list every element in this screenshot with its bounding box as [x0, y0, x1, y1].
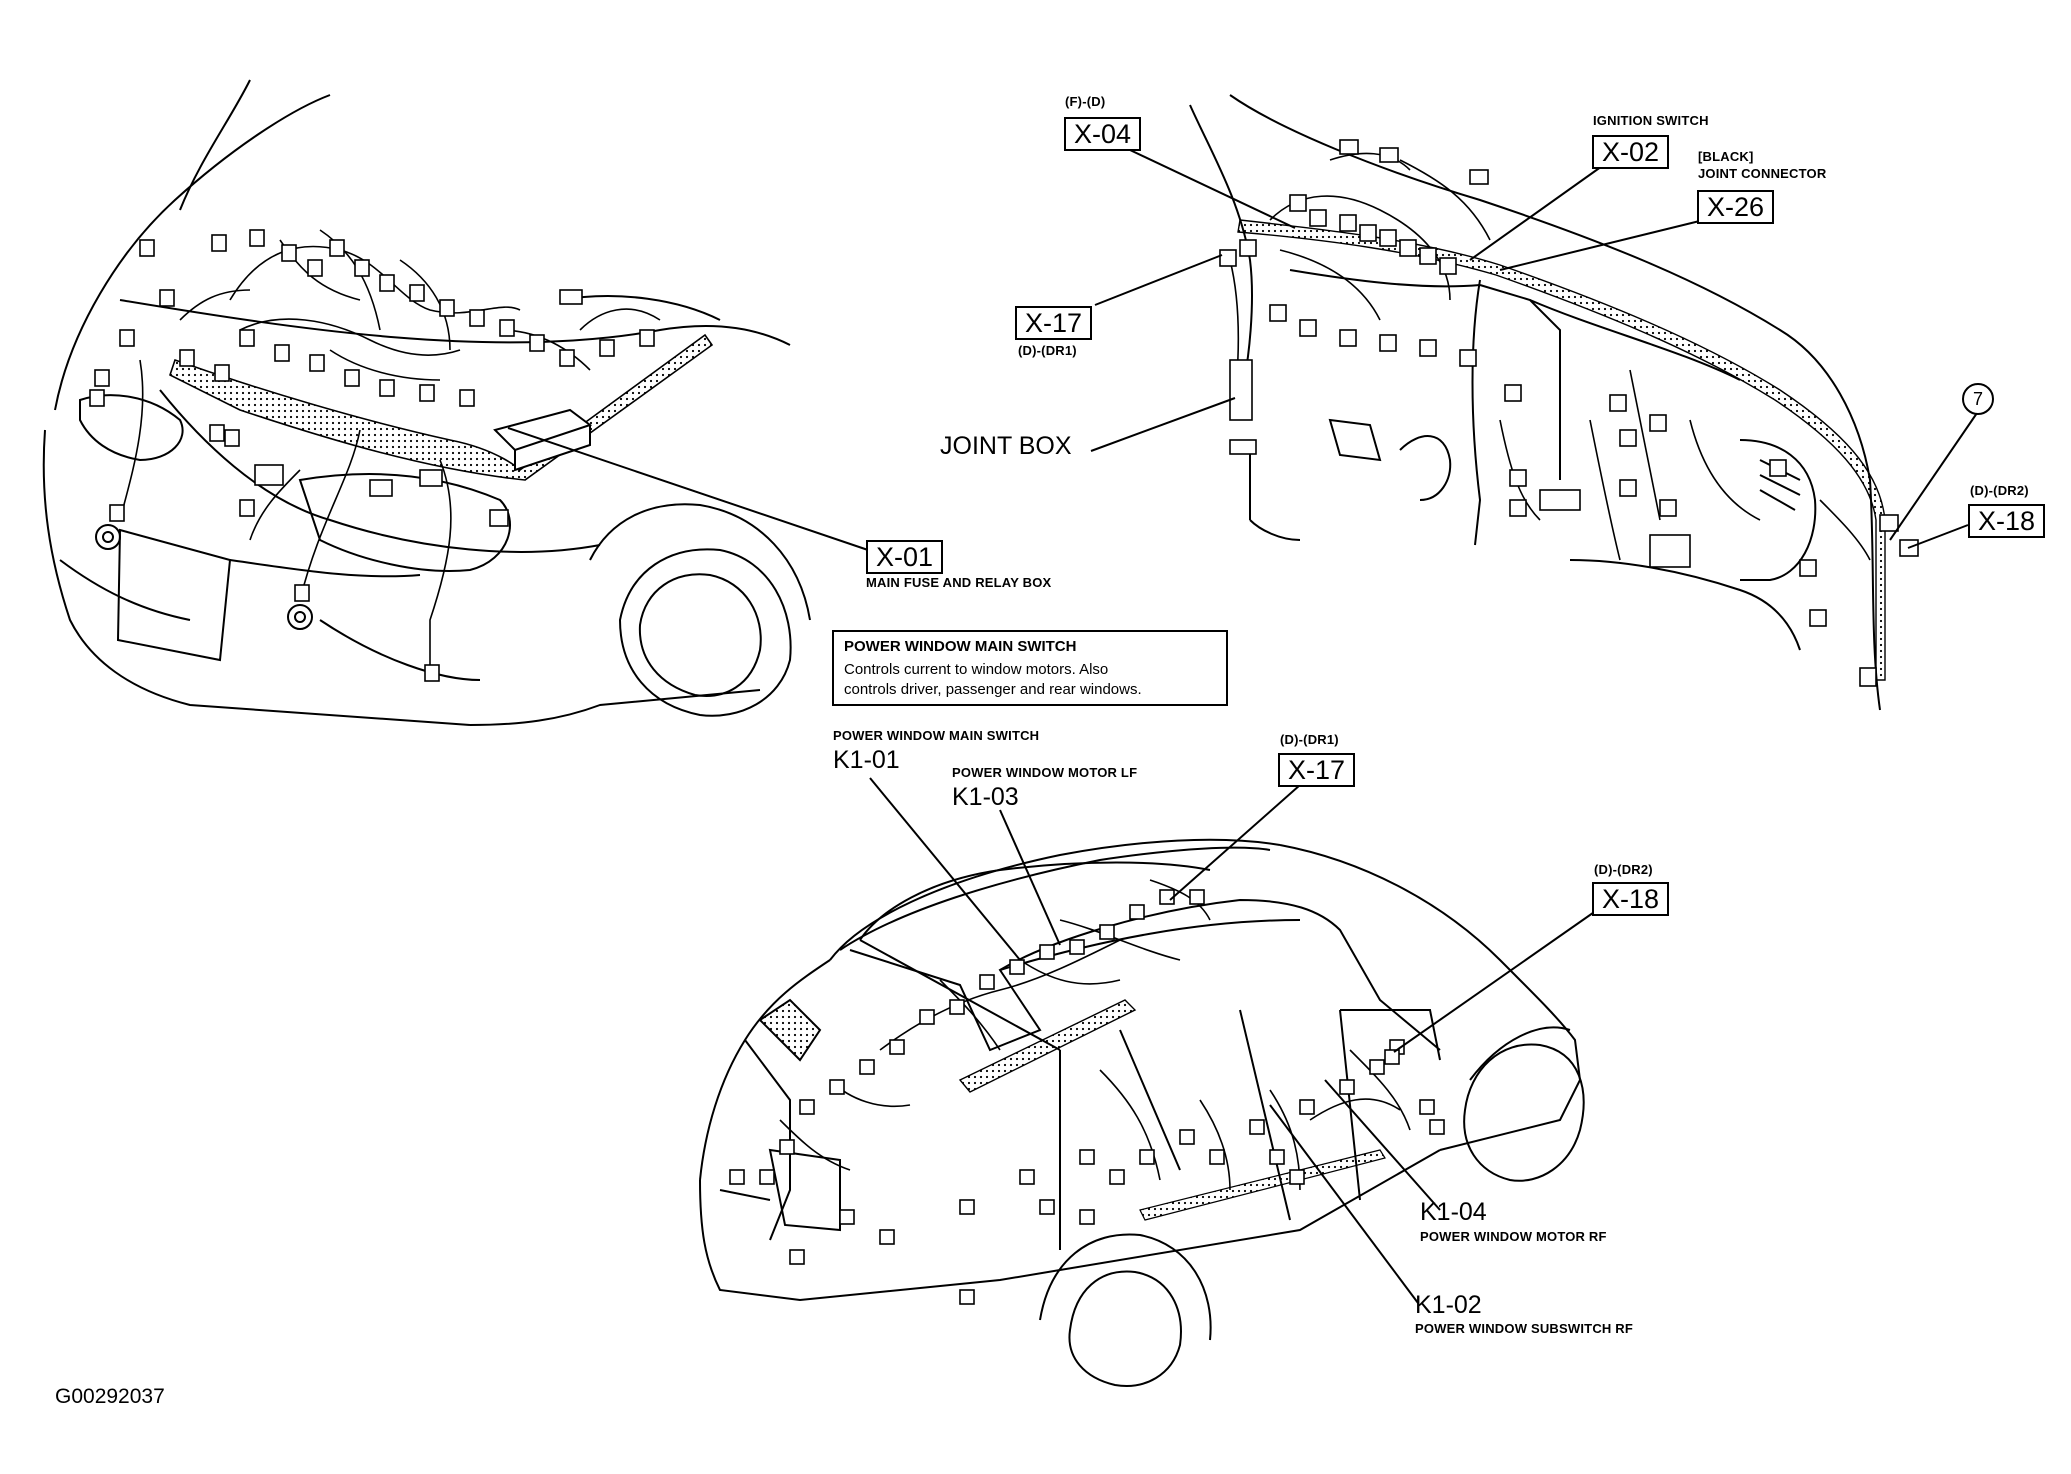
x18-bottom-tag: (D)-(DR2) — [1594, 862, 1653, 877]
x18-bottom-callout[interactable]: X-18 — [1592, 882, 1670, 916]
x04-tag: (F)-(D) — [1065, 94, 1106, 109]
roof-harness-band — [958, 999, 1137, 1093]
x26-caption: JOINT CONNECTOR — [1698, 166, 1827, 181]
k101-caption: POWER WINDOW MAIN SWITCH — [833, 728, 1040, 743]
front-harness-band — [169, 333, 714, 481]
k104-callout[interactable]: K1-04 — [1420, 1198, 1487, 1226]
x01-caption: MAIN FUSE AND RELAY BOX — [866, 575, 1052, 590]
callout-seven[interactable]: 7 — [1962, 383, 1994, 415]
van-connectors — [729, 889, 1445, 1305]
info-panel-title: POWER WINDOW MAIN SWITCH — [844, 638, 1077, 655]
info-panel-desc-2: controls driver, passenger and rear wind… — [844, 681, 1142, 699]
engine-bay-view — [42, 79, 811, 726]
k102-caption: POWER WINDOW SUBSWITCH RF — [1415, 1321, 1634, 1336]
dashboard-view — [1189, 94, 1881, 711]
x26-caption-color: [BLACK] — [1698, 149, 1754, 164]
x18-top-callout[interactable]: X-18 — [1968, 504, 2046, 538]
x02-caption: IGNITION SWITCH — [1593, 113, 1709, 128]
dash-harness-band — [1237, 219, 1886, 681]
engine-connectors — [89, 229, 655, 682]
k101-callout[interactable]: K1-01 — [833, 746, 900, 774]
leader-lines — [507, 149, 1978, 1304]
x26-callout[interactable]: X-26 — [1697, 190, 1775, 224]
x17-top-callout[interactable]: X-17 — [1015, 306, 1093, 340]
dash-connectors — [1219, 139, 1919, 687]
x01-callout[interactable]: X-01 — [866, 540, 944, 574]
k102-callout[interactable]: K1-02 — [1415, 1291, 1482, 1319]
van-wiring — [779, 879, 1411, 1191]
power-window-info-panel: POWER WINDOW MAIN SWITCH Controls curren… — [832, 630, 1228, 706]
x17-top-tag: (D)-(DR1) — [1018, 343, 1077, 358]
figure-id: G00292037 — [55, 1385, 165, 1408]
k104-caption: POWER WINDOW MOTOR RF — [1420, 1229, 1607, 1244]
x18-top-tag: (D)-(DR2) — [1970, 483, 2029, 498]
x04-callout[interactable]: X-04 — [1064, 117, 1142, 151]
x17-bottom-tag: (D)-(DR1) — [1280, 732, 1339, 747]
joint-box-label: JOINT BOX — [940, 432, 1072, 460]
x02-callout[interactable]: X-02 — [1592, 135, 1670, 169]
k103-callout[interactable]: K1-03 — [952, 783, 1019, 811]
k103-caption: POWER WINDOW MOTOR LF — [952, 765, 1138, 780]
info-panel-desc-1: Controls current to window motors. Also — [844, 661, 1109, 678]
x17-bottom-callout[interactable]: X-17 — [1278, 753, 1356, 787]
